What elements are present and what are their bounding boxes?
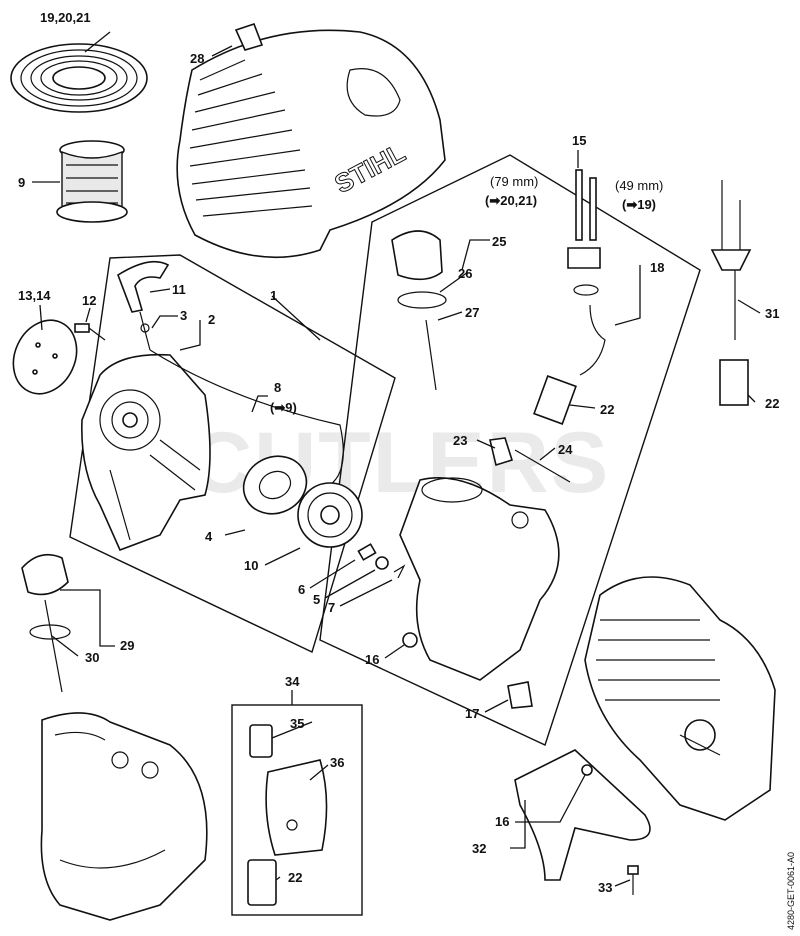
callout-32: 32 — [472, 841, 486, 856]
rewind-spring — [242, 455, 308, 515]
tank-cap-left — [21, 553, 71, 693]
callout-12: 12 — [82, 293, 96, 308]
tank-vent — [489, 437, 571, 483]
callout-49mm-ref: (➡19) — [622, 197, 656, 212]
callout-79mm-ref: (➡20,21) — [485, 193, 537, 208]
starter-rope-coil — [10, 43, 148, 113]
callout-24: 24 — [558, 442, 573, 457]
callout-8: 8 — [274, 380, 281, 395]
callout-2: 2 — [208, 312, 215, 327]
callout-1: 1 — [270, 288, 277, 303]
trimmer-line-spool — [56, 140, 128, 223]
starter-rope — [149, 349, 344, 486]
washer — [375, 556, 389, 570]
tank-cap-right — [391, 230, 447, 391]
callout-9: 9 — [18, 175, 25, 190]
fuel-tank-group-box — [319, 154, 701, 746]
callout-27: 27 — [465, 305, 479, 320]
screw-33 — [627, 865, 639, 895]
callout-49mm: (49 mm) — [615, 178, 663, 193]
callout-17: 17 — [465, 706, 479, 721]
callout-11: 11 — [172, 282, 186, 297]
grommet-16a — [402, 632, 418, 648]
callout-33: 33 — [598, 880, 612, 895]
screw-12 — [74, 323, 106, 341]
callout-30: 30 — [85, 650, 99, 665]
engine-block — [584, 576, 776, 821]
callout-23: 23 — [453, 433, 467, 448]
callout-22-c: 22 — [288, 870, 302, 885]
callout-18: 18 — [650, 260, 664, 275]
starter-housing — [81, 353, 211, 552]
air-filter-group-box — [231, 704, 363, 916]
callout-5: 5 — [313, 592, 320, 607]
callout-26: 26 — [458, 266, 472, 281]
baffle-plate — [514, 749, 651, 881]
callout-labels: 19,20,21 9 28 13,14 12 11 3 2 1 8 (➡9) 4… — [18, 10, 779, 895]
callout-79mm: (79 mm) — [490, 174, 538, 189]
shroud-cover: STIHL — [176, 22, 446, 259]
callout-19-20-21: 19,20,21 — [40, 10, 91, 25]
callout-25: 25 — [492, 234, 506, 249]
callout-28: 28 — [190, 51, 204, 66]
callout-34: 34 — [285, 674, 300, 689]
callout-6: 6 — [298, 582, 305, 597]
spring-clip — [393, 564, 406, 579]
fuel-line-assembly-right — [710, 180, 752, 406]
leader-lines — [32, 31, 761, 887]
callout-29: 29 — [120, 638, 134, 653]
fuel-tank-lower-left — [40, 712, 208, 921]
callout-10: 10 — [244, 558, 258, 573]
callout-15: 15 — [572, 133, 586, 148]
fuel-tank-main — [399, 477, 560, 681]
callout-22-a: 22 — [600, 402, 614, 417]
callout-36: 36 — [330, 755, 344, 770]
callout-3: 3 — [180, 308, 187, 323]
callout-35: 35 — [290, 716, 304, 731]
callout-4: 4 — [205, 529, 213, 544]
callout-16-a: 16 — [365, 652, 379, 667]
fuel-pickup-assembly — [533, 169, 606, 425]
callout-31: 31 — [765, 306, 779, 321]
document-reference: 4280-GET-0061-A0 — [786, 852, 796, 930]
callout-13-14: 13,14 — [18, 288, 51, 303]
starter-grip — [117, 260, 170, 351]
cover-plate — [12, 319, 78, 395]
callout-8-ref: (➡9) — [270, 400, 297, 415]
callout-22-b: 22 — [765, 396, 779, 411]
pawl — [357, 543, 377, 561]
grommet-17 — [507, 681, 533, 709]
callout-7: 7 — [328, 600, 335, 615]
rope-rotor — [297, 482, 363, 548]
callout-16-b: 16 — [495, 814, 509, 829]
air-filter-parts — [247, 724, 328, 906]
